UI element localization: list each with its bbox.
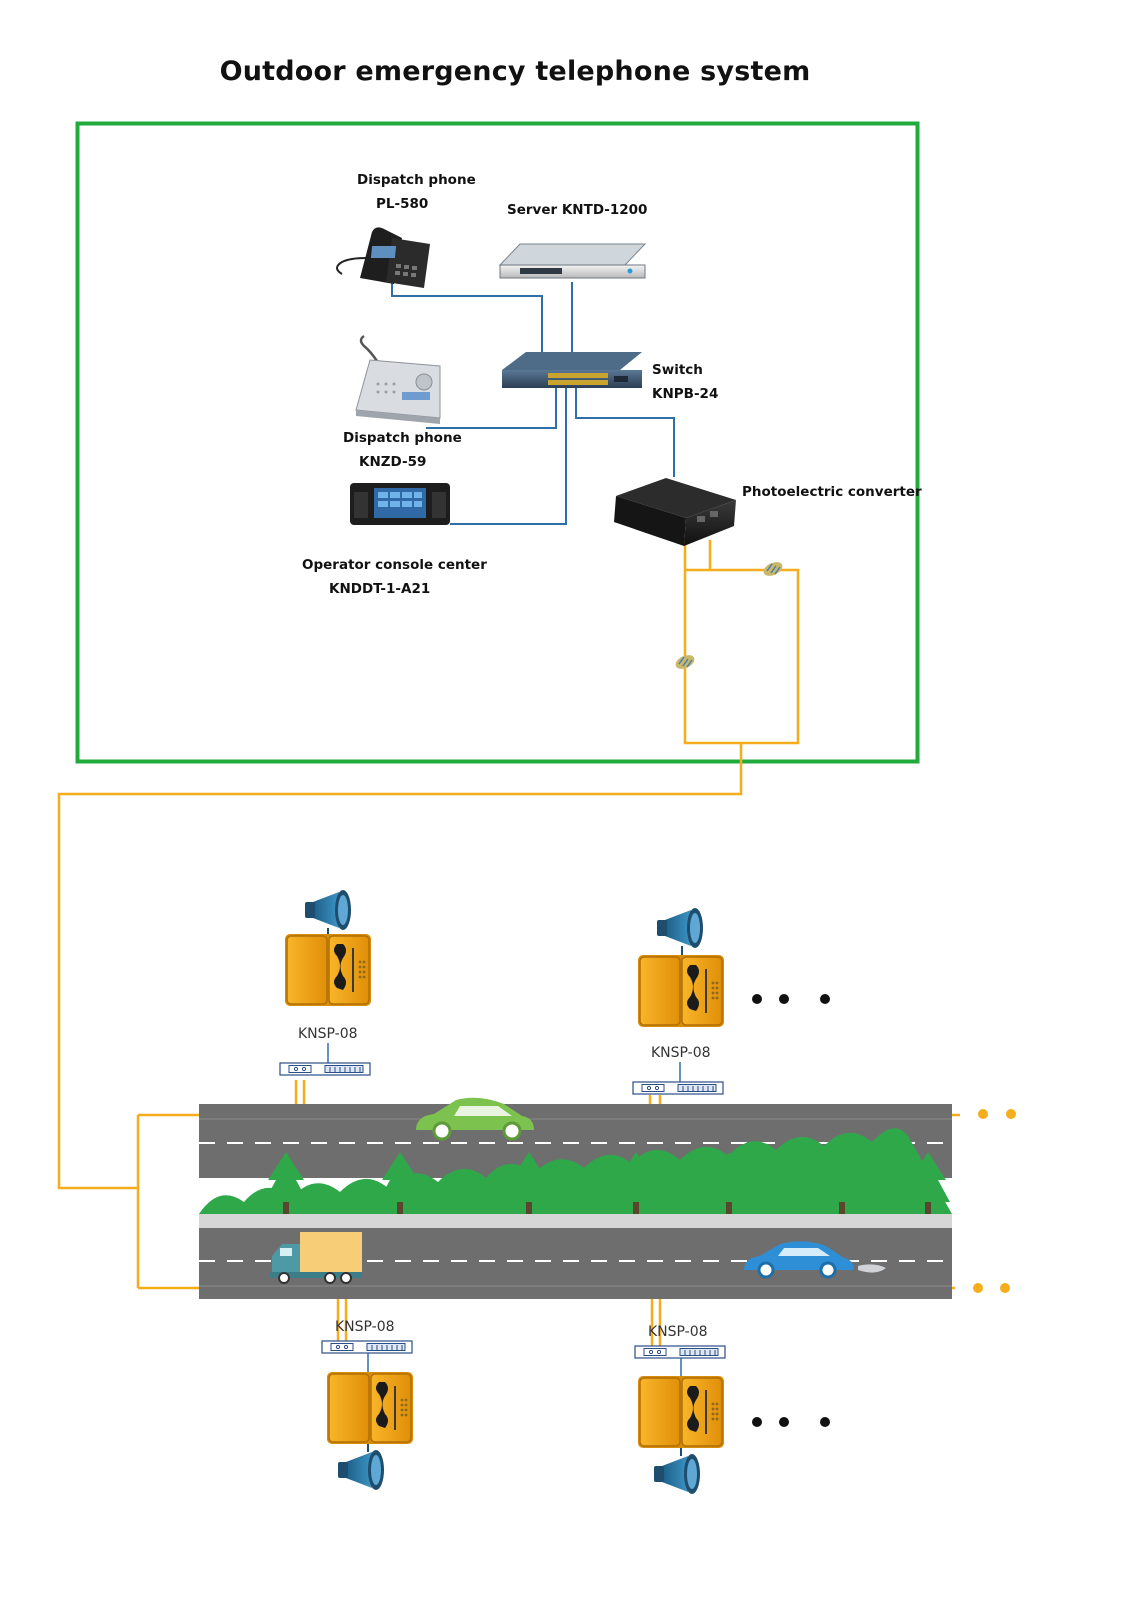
terminal-label: KNSP-08 [648, 1324, 708, 1340]
horn-speaker-icon [338, 1450, 384, 1490]
horn-speaker-icon [305, 890, 351, 930]
fiber-coil-icon [760, 558, 786, 580]
terminal-label: KNSP-08 [335, 1319, 395, 1335]
server-icon [498, 243, 647, 279]
diagram-title: Outdoor emergency telephone system [219, 56, 811, 87]
switch-name: Switch [652, 362, 703, 378]
console-name: Operator console center [302, 557, 487, 573]
terminal-bottom-right [634, 1345, 726, 1494]
terminal-label: KNSP-08 [298, 1026, 358, 1042]
switch-icon [502, 352, 642, 388]
converter-icon [614, 478, 736, 546]
dispatch-phone-2-name: Dispatch phone [343, 430, 462, 446]
junction-box-icon [279, 1062, 371, 1076]
operator-console-icon [350, 483, 450, 525]
converter-label: Photoelectric converter [742, 484, 922, 500]
horn-speaker-icon [657, 908, 703, 948]
network-links [391, 280, 675, 525]
system-frame [75, 121, 920, 764]
terminal-top-left [279, 890, 372, 1076]
terminal-bottom-left [321, 1340, 414, 1490]
terminal-top-right [632, 908, 725, 1095]
desk-intercom-icon [355, 334, 441, 424]
junction-box-icon [632, 1081, 724, 1095]
emergency-phone-icon [284, 933, 372, 1007]
dispatch-phone-1-name: Dispatch phone [357, 172, 476, 188]
terminal-label: KNSP-08 [651, 1045, 711, 1061]
continuation-dots [973, 1109, 1016, 1293]
dispatch-phone-1-model: PL-580 [376, 196, 429, 212]
emergency-phone-icon [637, 954, 725, 1028]
horn-speaker-icon [654, 1454, 700, 1494]
emergency-phone-icon [326, 1371, 414, 1445]
truck-icon [270, 1232, 362, 1284]
server-label: Server KNTD-1200 [507, 202, 648, 218]
continuation-dots [752, 994, 830, 1427]
dispatch-phone-2-model: KNZD-59 [359, 454, 427, 470]
ip-phone-icon [336, 227, 430, 288]
console-model: KNDDT-1-A21 [329, 581, 431, 597]
junction-box-icon [321, 1340, 413, 1354]
junction-box-icon [634, 1345, 726, 1359]
switch-model: KNPB-24 [652, 386, 719, 402]
emergency-phone-icon [637, 1375, 725, 1449]
blue-car-icon [744, 1241, 886, 1279]
green-car-icon [416, 1097, 534, 1141]
